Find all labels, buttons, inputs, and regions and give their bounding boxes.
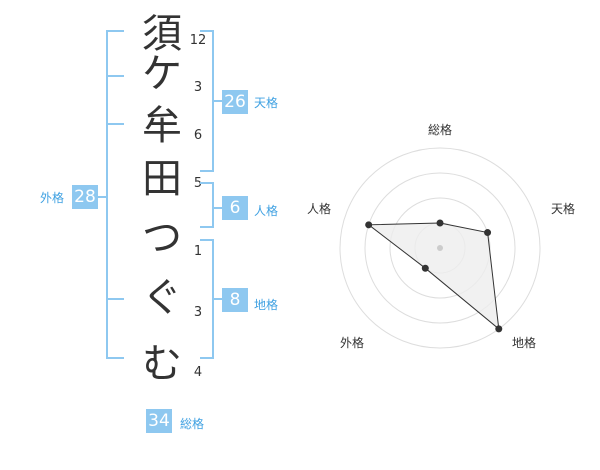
left-tick-3: [108, 298, 124, 300]
radar-polygon: [367, 222, 500, 331]
radar-point-jinkaku: [365, 221, 373, 229]
radar-label-chikaku: 地格: [511, 336, 536, 350]
radar-label-tenkaku: 天格: [550, 202, 575, 216]
left-tick-2: [108, 123, 124, 125]
radar-point-chikaku: [495, 325, 503, 333]
gaikaku-label: 外格: [40, 191, 65, 205]
radar-center-dot: [437, 245, 443, 251]
stroke-count-1: 12: [189, 33, 207, 48]
name-char-3: 牟: [142, 103, 182, 149]
radar-ring-2: [389, 197, 491, 299]
soukaku-value: 34: [146, 409, 172, 433]
gaikaku-value: 28: [72, 185, 98, 209]
radar-point-tenkaku: [484, 229, 492, 237]
stroke-count-7: 4: [193, 365, 203, 380]
soukaku-label: 総格: [180, 417, 205, 431]
name-char-4: 田: [142, 156, 182, 202]
jinkaku-label: 人格: [254, 204, 279, 218]
stroke-count-4: 5: [193, 176, 203, 191]
radar-points: [365, 219, 503, 333]
name-char-6: ぐ: [142, 275, 182, 321]
stroke-count-2: 3: [193, 80, 203, 95]
name-char-5: つ: [142, 215, 182, 261]
stroke-count-5: 1: [193, 244, 203, 259]
radar-label-gaikaku: 外格: [339, 336, 364, 350]
chikaku-value: 8: [222, 288, 248, 312]
stroke-count-6: 3: [193, 305, 203, 320]
name-char-7: む: [142, 341, 182, 387]
radar-point-gaikaku: [421, 264, 429, 272]
name-char-1: 須: [142, 11, 182, 57]
radar-point-soukaku: [436, 219, 444, 227]
tenkaku-label: 天格: [254, 96, 279, 110]
radar-ring-3: [364, 172, 516, 324]
tenkaku-value: 26: [222, 90, 248, 114]
radar-label-jinkaku: 人格: [306, 202, 331, 216]
radar-ring-4: [339, 147, 541, 349]
stroke-count-3: 6: [193, 128, 203, 143]
jinkaku-value: 6: [222, 196, 248, 220]
name-char-2: ケ: [142, 51, 182, 97]
radar-label-soukaku: 総格: [427, 123, 452, 137]
chikaku-label: 地格: [254, 298, 279, 312]
left-tick-1: [108, 75, 124, 77]
